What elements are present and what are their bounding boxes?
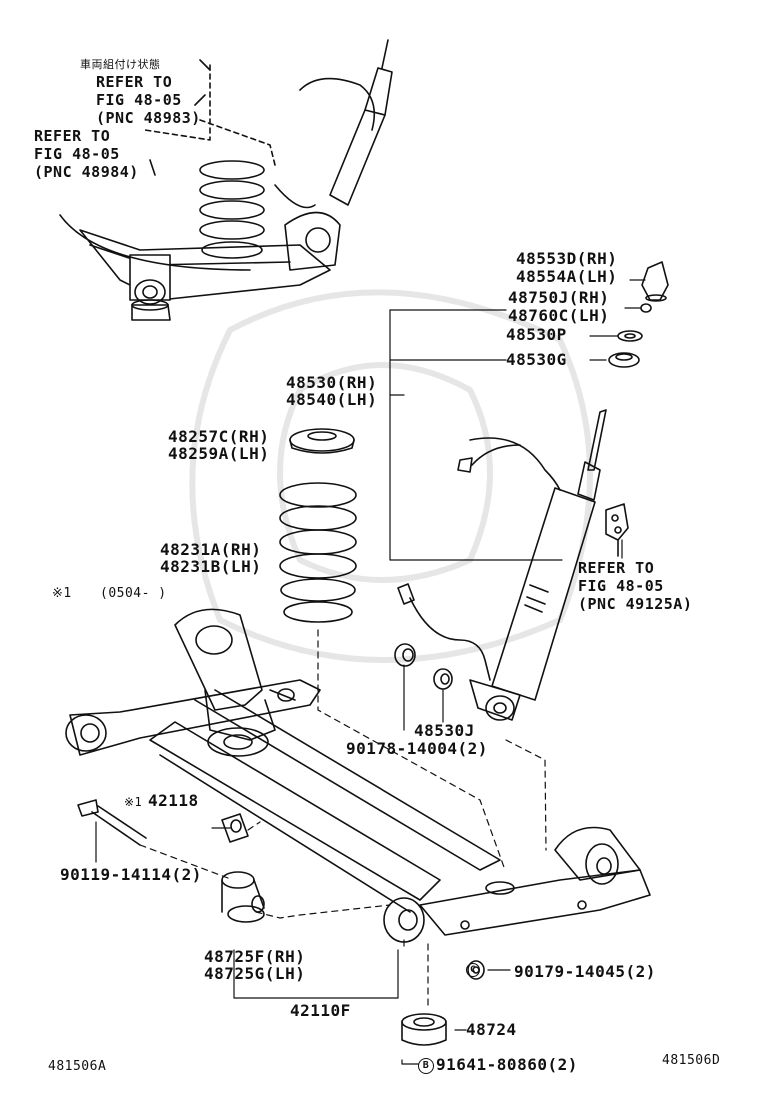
c-mark: C xyxy=(466,962,482,979)
brake-hose xyxy=(397,583,491,681)
note-star1: ※1 xyxy=(52,586,72,601)
part-48725f: 48725F(RH) xyxy=(204,947,306,966)
part-42110f: 42110F xyxy=(290,1001,351,1020)
refer-label-a1: REFER TO xyxy=(96,73,173,91)
refer-label-b2: FIG 48-05 xyxy=(34,145,120,163)
upper-spring-seat xyxy=(289,428,355,454)
refer-label-a3: (PNC 48983) xyxy=(96,109,201,127)
stopper-42118 xyxy=(221,813,249,843)
refer-label-b3: (PNC 48984) xyxy=(34,163,139,181)
bolt-90119 xyxy=(77,799,147,846)
assembled-view-inset xyxy=(59,39,393,321)
refer-label-c3: (PNC 49125A) xyxy=(578,595,693,613)
part-48257c: 48257C(RH) xyxy=(168,427,270,446)
coil-spring xyxy=(279,482,357,623)
upper-mount-parts xyxy=(608,261,669,368)
part-48530g: 48530G xyxy=(506,350,567,369)
part-48231b: 48231B(LH) xyxy=(160,557,262,576)
footer-code-left: 481506A xyxy=(48,1059,107,1074)
part-48554a: 48554A(LH) xyxy=(516,267,618,286)
part-48750j: 48750J(RH) xyxy=(508,288,610,307)
b-circle-icon: B xyxy=(418,1057,434,1074)
part-48724: 48724 xyxy=(466,1020,517,1039)
shock-absorber xyxy=(457,409,629,721)
rear-axle-beam xyxy=(65,608,651,943)
refer-label-c2: FIG 48-05 xyxy=(578,577,664,595)
refer-label-a2: FIG 48-05 xyxy=(96,91,182,109)
part-48231a: 48231A(RH) xyxy=(160,540,262,559)
note-star-42118: ※1 xyxy=(124,795,143,809)
part-90178: 90178-14004(2) xyxy=(346,739,488,758)
part-48259a: 48259A(LH) xyxy=(168,444,270,463)
part-48760c: 48760C(LH) xyxy=(508,306,610,325)
part-48530p: 48530P xyxy=(506,325,567,344)
part-90179: 90179-14045(2) xyxy=(514,962,656,981)
part-90119: 90119-14114(2) xyxy=(60,865,202,884)
c-circle-icon: C xyxy=(466,962,480,977)
top-note: 車両組付け状態 xyxy=(80,58,161,71)
part-48530j: 48530J xyxy=(414,721,475,740)
leader-lines xyxy=(95,279,646,1065)
part-48553d: 48553D(RH) xyxy=(516,249,618,268)
refer-label-b1: REFER TO xyxy=(34,127,111,145)
note-star1-range: (0504- ) xyxy=(100,586,167,601)
small-bushings xyxy=(394,643,453,690)
bushing-48725 xyxy=(221,871,265,923)
refer-label-c1: REFER TO xyxy=(578,559,655,577)
part-42118: 42118 xyxy=(148,791,199,810)
bushing-48724 xyxy=(401,1013,447,1046)
part-48530-rh: 48530(RH) xyxy=(286,373,378,392)
watermark-emblem xyxy=(189,289,593,663)
dashed-lines xyxy=(139,629,547,1011)
footer-code-right: 481506D xyxy=(662,1053,721,1068)
part-48725g: 48725G(LH) xyxy=(204,964,306,983)
part-48540-lh: 48540(LH) xyxy=(286,390,378,409)
